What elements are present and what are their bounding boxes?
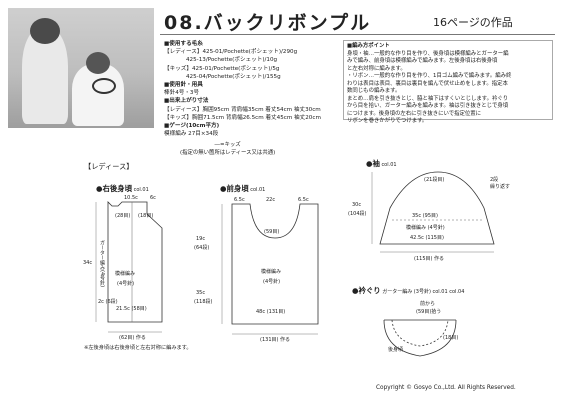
front-piece-title: ●前身頃 col.01 — [220, 184, 266, 193]
back-width-label: 10.5c — [124, 195, 138, 201]
points-line: につけます。後身頃の左右に引き抜きにいで指定位置に — [347, 110, 482, 117]
yarn-line: 【キッズ】425-01/Pochette(ポシェット)/5g — [164, 65, 280, 72]
size-heading: ■出来上がり寸法 — [164, 98, 209, 105]
collar-title: ●衿ぐり ガーター編み (3号針) col.01 col.04 — [352, 286, 465, 295]
sleeve-pattern-label: 模様編み (4号針) — [406, 225, 445, 231]
model-woman-hair — [30, 18, 60, 44]
back-width-label: 6c — [150, 195, 156, 201]
legend-line: (指定の無い箇所はレディース又は共通) — [180, 150, 276, 156]
sleeve-width-label: 35c (95目) — [412, 213, 438, 219]
sleeve-repeat-label: 2段 — [490, 177, 499, 183]
gauge-heading: ■ゲージ(10cm平方) — [164, 123, 220, 130]
yarn-line: 425-04/Pochette(ポシェット)/155g — [186, 73, 281, 80]
back-length-label: 34c — [83, 260, 93, 266]
back-pattern-label: 模様編み — [115, 271, 136, 277]
front-pattern-label: 模様編み — [261, 269, 282, 275]
back-garter-label: ガーター編み(4号針) — [99, 240, 105, 288]
sleeve-repeat-note: 繰り返す — [490, 184, 511, 190]
size-line: 【キッズ】胸囲71.5cm 背肩幅26.5cm 着丈45cm 袖丈20cm — [164, 114, 321, 121]
ribbon-bow-icon — [92, 78, 116, 94]
back-needle-label: (4号針) — [117, 281, 135, 287]
sleeve-top-label: (21段目) — [424, 177, 445, 183]
front-neck-stitches: (59目) — [264, 229, 280, 235]
page-reference: 16ページの作品 — [433, 16, 513, 29]
front-bottom-width: 48c (131目) — [256, 309, 286, 315]
section-title: 【レディース】 — [84, 162, 134, 171]
back-stitch-count: (28目) — [115, 213, 131, 219]
points-line: みで編み、前身頃は模様編みで編みます。左後身頃は右後身頃 — [347, 58, 498, 64]
title-divider — [160, 34, 555, 35]
yarn-heading: ■使用する毛糸 — [164, 41, 203, 47]
collar-outline — [383, 319, 457, 357]
yarn-line: 【レディース】425-01/Pochette(ポシェット)/290g — [164, 49, 298, 56]
model-child-hair — [86, 52, 110, 74]
materials-block: ■使用する毛糸 【レディース】425-01/Pochette(ポシェット)/29… — [164, 40, 321, 138]
needle-heading: ■使用針・用具 — [164, 82, 203, 89]
front-body-rows: (118段) — [194, 299, 213, 305]
front-needle-label: (4号針) — [263, 279, 281, 285]
front-shoulder-label: 6.5c — [298, 197, 309, 203]
collar-stitches: (18目) — [443, 335, 459, 341]
back-stitch-count: (18目) — [138, 213, 154, 219]
front-piece-outline — [231, 203, 319, 325]
pattern-title: 08.バックリボンプル — [164, 12, 372, 34]
points-line: 身頃・袖…一般的な作り目を作り、後身頃は模様編みとガーター編 — [347, 50, 509, 57]
model-child-figure — [72, 64, 124, 126]
model-photo — [8, 8, 154, 128]
gauge-line: 模様編み 27目×34段 — [164, 131, 219, 138]
legend-line: ―=キッズ — [214, 142, 241, 148]
needle-line: 棒針4号・3号 — [164, 90, 200, 97]
sleeve-title: ●袖 col.01 — [366, 159, 397, 168]
collar-front-label: 前から — [420, 301, 436, 307]
back-piece-outline — [107, 201, 163, 323]
copyright: Copyright © Gosyo Co.,Ltd. All Rights Re… — [376, 385, 516, 391]
front-armhole-rows: (64段) — [194, 245, 210, 251]
size-line: 【レディース】胸囲95cm 背肩幅35cm 着丈54cm 袖丈30cm — [164, 106, 321, 113]
points-line: から目を拾い、ガーター編みを編みます。袖は引き抜きとじで身頃 — [347, 103, 509, 109]
points-line: わりは表目は表目、裏目は裏目を編んで伏せ止めをします。指定本 — [347, 80, 508, 87]
yarn-line: 425-13/Pochette(ポシェット)/10g — [186, 57, 278, 64]
sleeve-outline — [379, 171, 495, 245]
sleeve-length-rows: (104段) — [348, 211, 367, 217]
points-line: と左右対称に編みます。 — [347, 65, 406, 72]
front-shoulder-label: 6.5c — [234, 197, 245, 203]
sleeve-length-label: 30c — [352, 202, 362, 208]
front-cast-on: (131目) 作る — [260, 337, 291, 343]
model-woman-figure — [22, 28, 68, 124]
knitting-points-box: ■編み方ポイント 身頃・袖…一般的な作り目を作り、後身頃は模様編みとガーター編 … — [343, 40, 553, 124]
front-armhole-label: 19c — [196, 236, 206, 242]
back-garter-height: 2c (6段) — [98, 299, 118, 305]
points-line: ・リボン…一般的な作り目を作り、1目ゴム編みで編みます。編み終 — [347, 73, 512, 79]
back-piece-title: ●右後身頃 col.01 — [96, 184, 149, 193]
sleeve-bottom-width: 42.5c (115目) — [410, 235, 444, 241]
points-line: 数同じもの編みます。 — [347, 88, 401, 94]
symmetry-note: ※左後身頃は右後身頃と左右対称に編みます。 — [84, 345, 192, 351]
points-line: リボンを巻きかがりでつけます。 — [347, 118, 428, 124]
sleeve-cast-on: (115目) 作る — [414, 256, 445, 262]
collar-front-count: (59目)拾う — [416, 309, 442, 315]
front-body-label: 35c — [196, 290, 206, 296]
front-neck-label: 22c — [266, 197, 276, 203]
dimension-lines — [95, 172, 494, 335]
points-heading: ■編み方ポイント — [347, 43, 390, 49]
points-line: まとめ…肩を引き抜きとじ、脇と袖下はすくいとじします。衿ぐり — [347, 95, 509, 102]
back-bottom-width: 21.5c (58目) — [116, 306, 147, 312]
collar-back-label: 後身頃 — [388, 347, 404, 353]
legend: ―=キッズ (指定の無い箇所はレディース又は共通) — [180, 140, 275, 156]
back-cast-on: (62目) 作る — [119, 335, 146, 341]
